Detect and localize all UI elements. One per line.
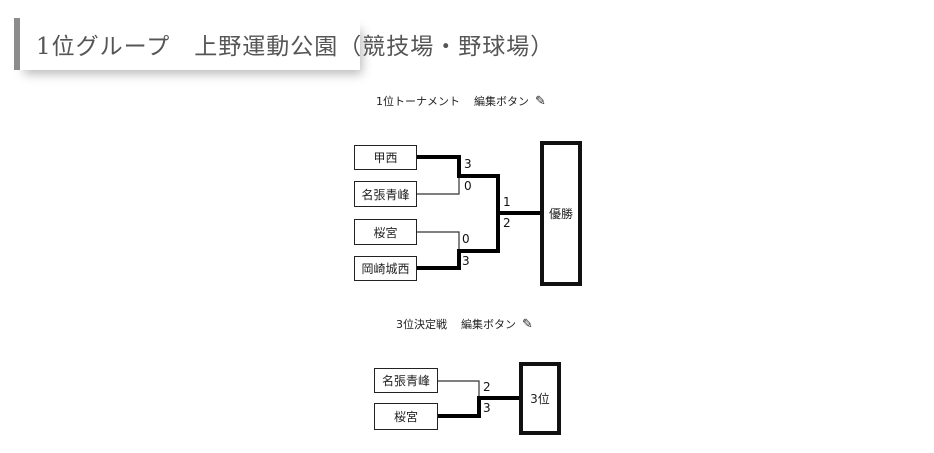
team-box-3rd-nabari-seiho: 名張青峰 (374, 368, 438, 393)
page-title: 1位グループ 上野運動公園（競技場・野球場） (36, 34, 555, 60)
tournament-edit-button[interactable]: 編集ボタン (474, 95, 529, 108)
line-okazaki-sf2 (417, 251, 461, 270)
line-sf2-to-final (457, 213, 500, 253)
third-place-label: 3位決定戦 (396, 318, 447, 331)
third-place-label-row: 3位決定戦 編集ボタン ✎ (396, 316, 533, 332)
tournament-label: 1位トーナメント (376, 95, 460, 108)
page-header: 1位グループ 上野運動公園（競技場・野球場） (14, 18, 553, 70)
score-3rd-bottom: 3 (483, 401, 491, 415)
score-3rd-top: 2 (483, 380, 491, 394)
score-sf1-top: 3 (464, 157, 472, 171)
team-box-sakuranomiya: 桜宮 (354, 219, 417, 245)
score-sf1-bottom: 0 (464, 179, 472, 193)
line-sakuranomiya-3rd (438, 398, 481, 418)
line-nabari-sf1 (417, 176, 460, 195)
line-kosai-sf1 (417, 155, 461, 176)
team-box-okazaki-josei: 岡崎城西 (354, 256, 417, 281)
team-box-kosai: 甲西 (354, 145, 417, 170)
champion-box: 優勝 (540, 141, 582, 286)
third-place-edit-button[interactable]: 編集ボタン (461, 318, 516, 331)
line-sf1-to-final (457, 174, 500, 213)
pencil-icon[interactable]: ✎ (522, 316, 533, 332)
tournament-label-row: 1位トーナメント 編集ボタン ✎ (376, 93, 546, 109)
score-sf2-top: 0 (462, 232, 470, 246)
team-box-nabari-seiho: 名張青峰 (354, 181, 417, 207)
line-nabari-3rd (438, 380, 480, 398)
pencil-icon[interactable]: ✎ (535, 93, 546, 109)
team-box-3rd-sakuranomiya: 桜宮 (374, 403, 438, 430)
line-sakuranomiya-sf2 (417, 231, 460, 251)
score-final-bottom: 2 (503, 216, 511, 230)
third-place-box: 3位 (519, 362, 561, 435)
score-final-top: 1 (503, 195, 511, 209)
score-sf2-bottom: 3 (462, 254, 470, 268)
